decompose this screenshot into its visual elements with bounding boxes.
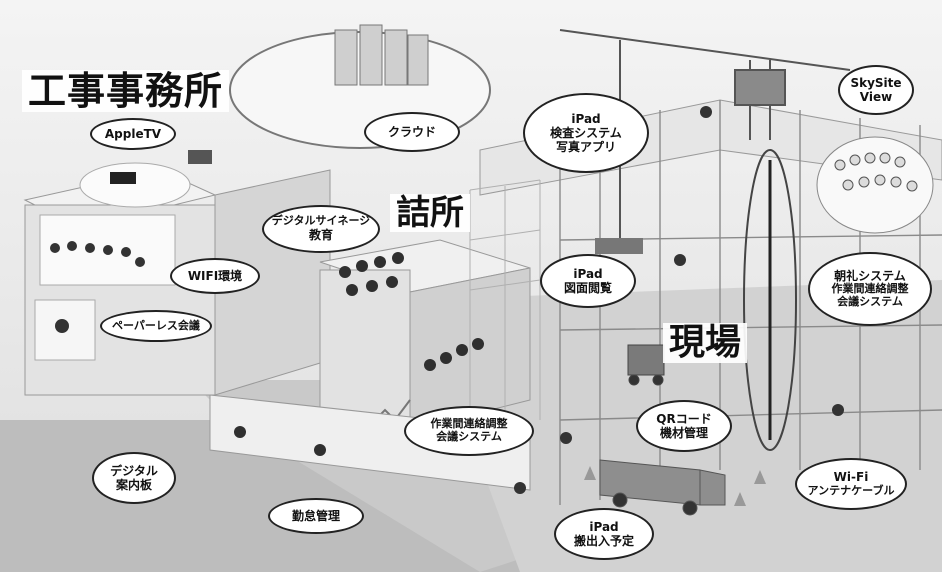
callout-wifi-environment-line-1: WIFI環境 [187, 268, 243, 283]
callout-wifi-antenna: Wi-Fi アンテナケーブル [795, 458, 907, 510]
callout-cloud-line-1: クラウド [387, 124, 436, 139]
callout-ipad-delivery-line-1: iPad [589, 519, 619, 534]
callout-morning-assembly: 朝礼システム 作業間連絡調整 会議システム [808, 252, 932, 326]
callout-cloud: クラウド [364, 112, 460, 152]
callout-ipad-drawing: iPad 図面閲覧 [540, 254, 636, 308]
lattice-scaffold [469, 179, 541, 420]
callout-digital-board-line-1: デジタル [110, 463, 158, 478]
callout-digital-board-line-2: 案内板 [115, 478, 152, 492]
callout-morning-assembly-line-3: 会議システム [837, 295, 903, 309]
callout-ipad-delivery-line-2: 搬出入予定 [573, 534, 634, 548]
forklift [627, 344, 665, 386]
callout-coordination-meeting-line-2: 会議システム [436, 430, 502, 443]
callout-wifi-antenna-line-2: アンテナケーブル [807, 483, 895, 497]
callout-attendance: 勤怠管理 [268, 498, 364, 534]
callout-ipad-drawing-line-2: 図面閲覧 [563, 281, 612, 295]
fence-workers [234, 426, 326, 456]
callout-ipad-drawing-line-1: iPad [573, 266, 603, 281]
suspended-panel [595, 238, 643, 254]
callout-ipad-inspection: iPad 検査システム 写真アプリ [523, 93, 649, 173]
office-top-room [79, 162, 191, 208]
projector-device [188, 150, 212, 164]
callout-digital-signage-line-1: デジタルサイネージ [271, 214, 371, 228]
callout-ipad-delivery: iPad 搬出入予定 [554, 508, 654, 560]
callout-ipad-inspection-line-1: iPad [571, 111, 601, 126]
callout-appletv-line-1: AppleTV [104, 126, 162, 141]
callout-qr-equipment-line-1: QRコード [656, 411, 712, 426]
callout-wifi-antenna-line-1: Wi-Fi [833, 470, 869, 485]
station-front [319, 269, 411, 431]
apple-tv-device [110, 172, 136, 184]
site-office-label: 工事事務所 [22, 70, 230, 112]
construction-site-label: 現場 [663, 323, 748, 363]
callout-ipad-inspection-line-3: 写真アプリ [555, 140, 616, 155]
traffic-cones [584, 466, 766, 506]
callout-paperless-meeting-line-1: ペーパーレス会議 [112, 318, 200, 332]
callout-coordination-meeting: 作業間連絡調整 会議システム [404, 406, 534, 456]
callout-ipad-inspection-line-2: 検査システム [550, 125, 622, 140]
callout-wifi-environment: WIFI環境 [170, 258, 260, 294]
meeting-attendees [50, 241, 145, 333]
callout-skysite-line-1: SkySite [850, 75, 902, 90]
tower-crane [559, 29, 851, 245]
callout-morning-assembly-line-2: 作業間連絡調整 [831, 282, 909, 296]
callout-attendance-line-1: 勤怠管理 [291, 508, 340, 523]
callout-paperless-meeting: ペーパーレス会議 [100, 310, 212, 342]
callout-qr-equipment-line-2: 機材管理 [659, 426, 708, 440]
rest-station-label: 詰所 [390, 194, 470, 232]
callout-coordination-meeting-line-1: 作業間連絡調整 [430, 417, 508, 431]
callout-skysite: SkySite View [838, 65, 914, 115]
callout-digital-signage-line-2: 教育 [308, 228, 333, 243]
antenna-cable-loop [743, 149, 797, 451]
callout-skysite-line-2: View [859, 90, 893, 104]
truck [599, 459, 726, 516]
callout-digital-signage: デジタルサイネージ 教育 [262, 205, 380, 253]
site-workers [514, 106, 844, 494]
callout-qr-equipment: QRコード 機材管理 [636, 400, 732, 452]
callout-morning-assembly-line-1: 朝礼システム [834, 268, 906, 283]
callout-digital-board: デジタル 案内板 [92, 452, 176, 504]
callout-appletv: AppleTV [90, 118, 176, 150]
assembly-workers [834, 152, 918, 192]
station-occupants [339, 252, 484, 371]
cloud-servers [334, 24, 429, 86]
